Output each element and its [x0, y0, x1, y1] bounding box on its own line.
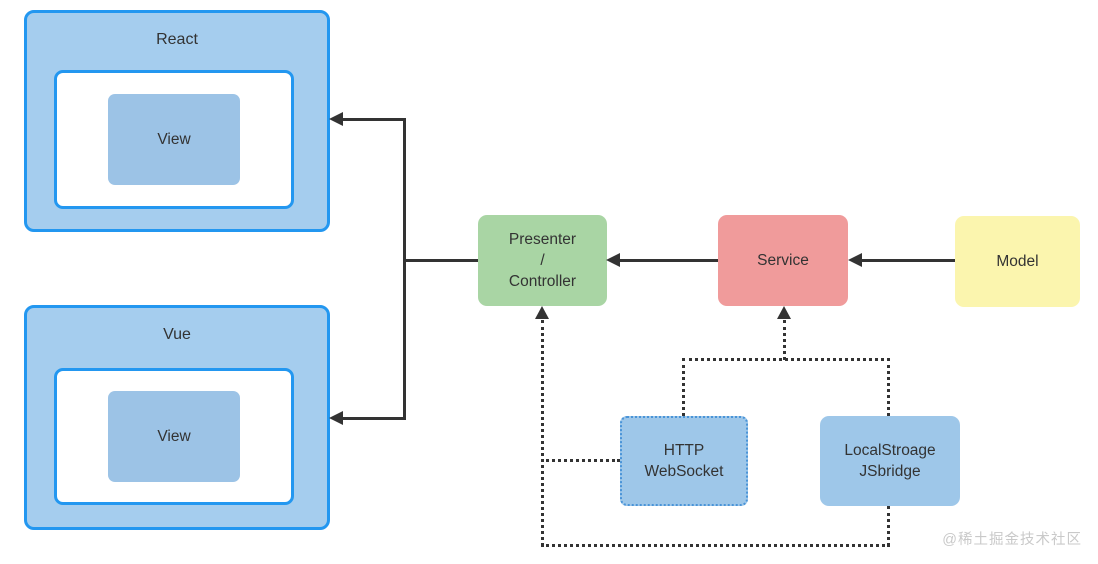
line-model-to-service [861, 259, 955, 262]
arrowhead-into-react [329, 112, 343, 126]
react-inner-frame: View [54, 70, 294, 209]
react-view-label: View [157, 130, 191, 148]
presenter-label-line1: Presenter [508, 231, 577, 248]
react-container: React View [24, 10, 330, 232]
vue-view-label: View [157, 427, 191, 445]
localstorage-label-line2: JSbridge [859, 463, 921, 480]
arrowhead-into-presenter [606, 253, 620, 267]
dotted-http-top-vertical [682, 358, 685, 416]
presenter-controller-node: Presenter / Controller [478, 215, 607, 306]
vue-inner-frame: View [54, 368, 294, 505]
react-view-box: View [108, 94, 240, 185]
presenter-label-line2: / [540, 252, 545, 269]
line-fork-vertical [403, 118, 406, 420]
dotted-arrowhead-into-presenter [535, 306, 549, 319]
http-label-line1: HTTP [663, 442, 705, 459]
line-presenter-to-fork [403, 259, 478, 262]
line-service-to-presenter [619, 259, 718, 262]
model-node: Model [955, 216, 1080, 307]
vue-view-box: View [108, 391, 240, 482]
dotted-http-left-horizontal [541, 459, 620, 462]
react-label: React [156, 31, 198, 48]
watermark: @稀土掘金技术社区 [942, 532, 1082, 548]
service-node: Service [718, 215, 848, 306]
service-label: Service [757, 252, 809, 269]
arrowhead-into-vue [329, 411, 343, 425]
vue-label: Vue [163, 326, 191, 343]
dotted-top-horizontal [682, 358, 890, 361]
vue-container: Vue View [24, 305, 330, 530]
line-fork-bottom [342, 417, 406, 420]
line-fork-top [342, 118, 406, 121]
model-label: Model [996, 253, 1039, 270]
presenter-label-line3: Controller [508, 273, 577, 290]
dotted-service-vertical [783, 320, 786, 360]
dotted-presenter-vertical [541, 320, 544, 546]
dotted-localstorage-top-vertical [887, 358, 890, 416]
localstorage-label-line1: LocalStroage [844, 442, 936, 459]
localstorage-jsbridge-node: LocalStroage JSbridge [820, 416, 960, 506]
http-label-line2: WebSocket [644, 463, 724, 480]
dotted-bottom-horizontal [541, 544, 890, 547]
arrowhead-into-service [848, 253, 862, 267]
dotted-localstorage-bottom-vertical [887, 506, 890, 546]
http-websocket-node: HTTP WebSocket [620, 416, 748, 506]
dotted-arrowhead-into-service [777, 306, 791, 319]
